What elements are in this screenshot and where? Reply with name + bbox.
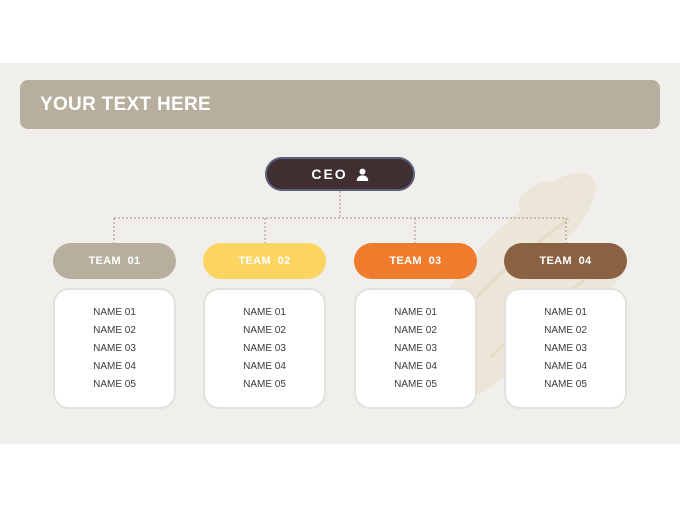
- team-04-card: NAME 01 NAME 02 NAME 03 NAME 04 NAME 05: [504, 288, 627, 409]
- list-item: NAME 05: [243, 378, 286, 390]
- team-02-header: TEAM 02: [203, 243, 326, 279]
- list-item: NAME 05: [93, 378, 136, 390]
- team-01-header: TEAM 01: [53, 243, 176, 279]
- list-item: NAME 01: [243, 306, 286, 318]
- team-03-card: NAME 01 NAME 02 NAME 03 NAME 04 NAME 05: [354, 288, 477, 409]
- team-04-label: TEAM 04: [539, 255, 592, 267]
- list-item: NAME 05: [544, 378, 587, 390]
- team-03-header: TEAM 03: [354, 243, 477, 279]
- ceo-node: CEO: [265, 157, 415, 191]
- team-01-label: TEAM 01: [88, 255, 141, 267]
- list-item: NAME 02: [544, 324, 587, 336]
- team-02-card: NAME 01 NAME 02 NAME 03 NAME 04 NAME 05: [203, 288, 326, 409]
- team-03-label: TEAM 03: [389, 255, 442, 267]
- list-item: NAME 04: [544, 360, 587, 372]
- list-item: NAME 02: [243, 324, 286, 336]
- list-item: NAME 03: [93, 342, 136, 354]
- connector-lines: [113, 191, 567, 243]
- list-item: NAME 01: [544, 306, 587, 318]
- list-item: NAME 02: [394, 324, 437, 336]
- team-02-label: TEAM 02: [238, 255, 291, 267]
- list-item: NAME 04: [243, 360, 286, 372]
- list-item: NAME 04: [394, 360, 437, 372]
- list-item: NAME 01: [394, 306, 437, 318]
- team-04-header: TEAM 04: [504, 243, 627, 279]
- list-item: NAME 02: [93, 324, 136, 336]
- page-title: YOUR TEXT HERE: [40, 94, 211, 115]
- list-item: NAME 03: [243, 342, 286, 354]
- ceo-label: CEO: [311, 166, 348, 182]
- list-item: NAME 04: [93, 360, 136, 372]
- list-item: NAME 01: [93, 306, 136, 318]
- team-01-card: NAME 01 NAME 02 NAME 03 NAME 04 NAME 05: [53, 288, 176, 409]
- list-item: NAME 03: [544, 342, 587, 354]
- list-item: NAME 03: [394, 342, 437, 354]
- list-item: NAME 05: [394, 378, 437, 390]
- person-icon: [356, 168, 368, 181]
- title-bar: YOUR TEXT HERE: [20, 80, 660, 129]
- slide: YOUR TEXT HERE CEO TEAM 01 NAME 01 NAME …: [0, 63, 680, 444]
